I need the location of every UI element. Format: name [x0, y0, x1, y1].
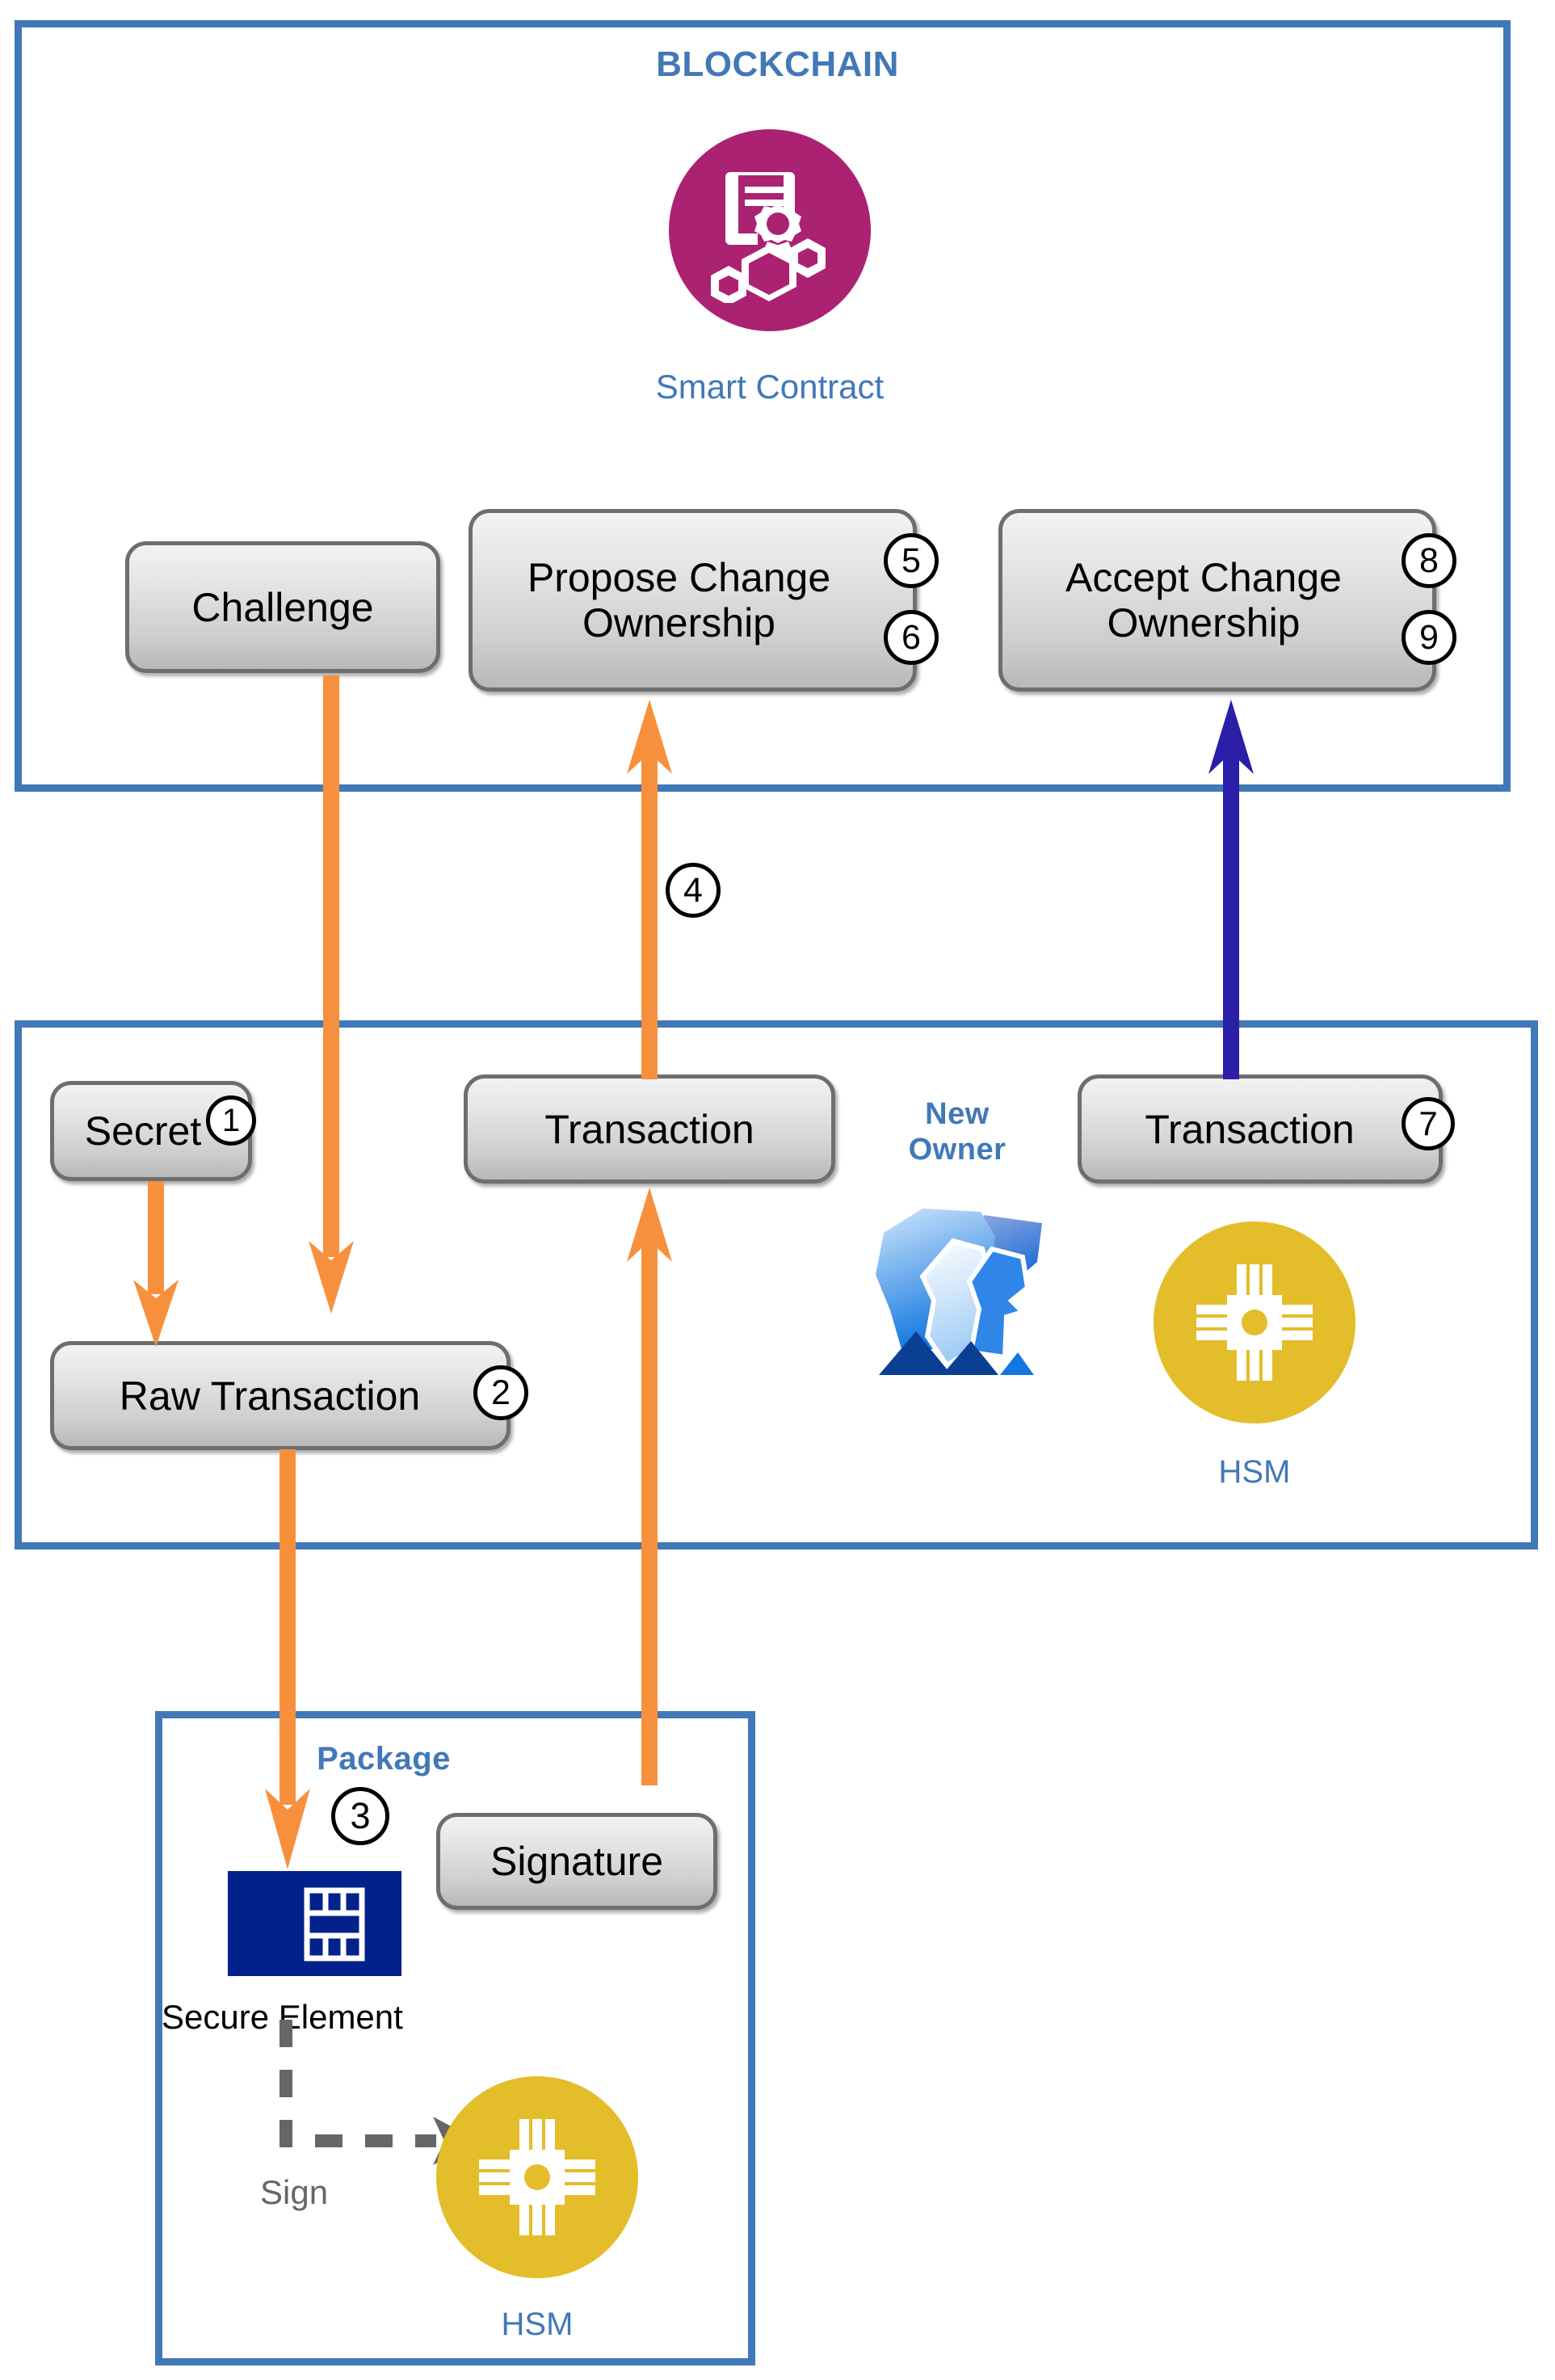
package-panel-title: Package: [317, 1741, 451, 1777]
smart-contract-icon: [669, 129, 871, 331]
challenge-box[interactable]: Challenge: [125, 541, 440, 673]
blockchain-panel: [15, 20, 1511, 792]
step-number-2: 2: [473, 1365, 528, 1420]
secure-element-label: Secure Element: [162, 1998, 403, 2036]
signature-box[interactable]: Signature: [436, 1813, 717, 1910]
raw-transaction-label: Raw Transaction: [119, 1373, 421, 1419]
hsm-chip-icon: [1154, 1222, 1355, 1423]
challenge-box-label: Challenge: [191, 584, 374, 630]
blockchain-panel-title: BLOCKCHAIN: [656, 44, 899, 84]
transaction-to-propose-arrow: [625, 700, 674, 1079]
transaction-box-label: Transaction: [544, 1106, 754, 1152]
hsm-chip-icon: [436, 2076, 638, 2278]
secret-box-label: Secret: [84, 1108, 202, 1154]
challenge-to-raw-transaction-arrow: [307, 675, 355, 1314]
package-panel: [155, 1711, 755, 2365]
transaction-box[interactable]: Transaction: [464, 1074, 835, 1184]
secure-element-chip-icon: [228, 1871, 401, 1976]
step-number-6: 6: [884, 610, 939, 665]
people-icon: [864, 1204, 1062, 1377]
secret-to-raw-transaction-arrow: [132, 1181, 180, 1347]
device-panel: [15, 1020, 1538, 1550]
step-number-7: 7: [1402, 1097, 1455, 1150]
propose-change-ownership-box[interactable]: Propose Change Ownership: [469, 509, 917, 692]
raw-transaction-to-secure-element-arrow: [263, 1449, 312, 1869]
sign-label: Sign: [260, 2173, 329, 2211]
transaction-new-owner-label: Transaction: [1145, 1106, 1355, 1152]
accept-change-ownership-label: Accept Change Ownership: [1065, 555, 1342, 645]
step-number-5: 5: [884, 533, 939, 588]
signature-box-label: Signature: [490, 1839, 664, 1884]
hsm-caption-package: HSM: [501, 2306, 574, 2342]
hsm-caption-device: HSM: [1218, 1454, 1291, 1490]
accept-change-ownership-box[interactable]: Accept Change Ownership: [998, 509, 1436, 692]
raw-transaction-box[interactable]: Raw Transaction: [50, 1341, 511, 1450]
propose-change-ownership-label: Propose Change Ownership: [527, 555, 831, 645]
step-number-1: 1: [206, 1095, 256, 1146]
transaction-new-owner-box[interactable]: Transaction: [1078, 1074, 1443, 1184]
step-number-9: 9: [1402, 610, 1456, 665]
step-number-4: 4: [666, 863, 721, 918]
transaction-to-accept-arrow: [1207, 700, 1255, 1079]
new-owner-label: New Owner: [908, 1097, 1007, 1167]
step-number-8: 8: [1402, 533, 1456, 588]
smart-contract-caption: Smart Contract: [655, 368, 885, 406]
signature-to-transaction-arrow: [625, 1188, 674, 1785]
step-number-3: 3: [331, 1787, 389, 1845]
